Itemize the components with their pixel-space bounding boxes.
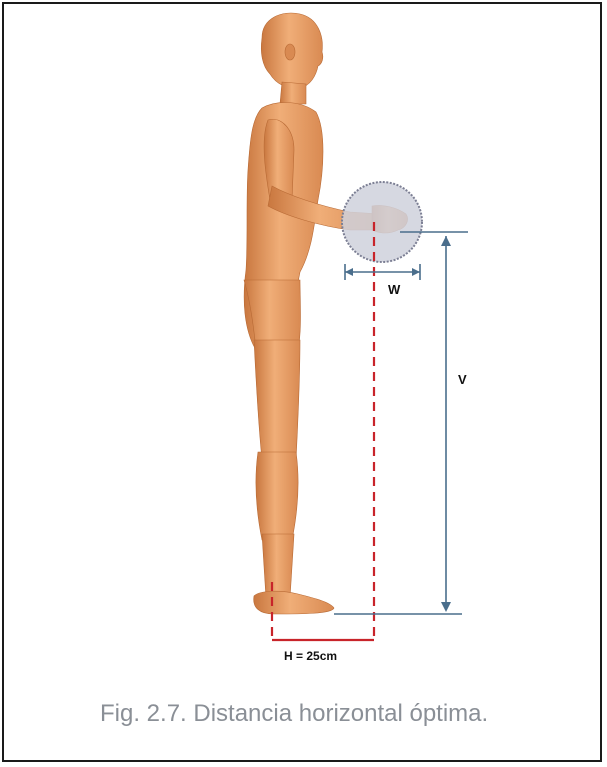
h-label: H = 25cm bbox=[284, 649, 337, 663]
human-figure-icon bbox=[244, 13, 408, 614]
w-left-arrow bbox=[345, 268, 353, 276]
w-right-arrow bbox=[412, 268, 420, 276]
v-top-arrow bbox=[441, 236, 451, 246]
load-circle-icon bbox=[342, 182, 422, 262]
v-bottom-arrow bbox=[441, 602, 451, 612]
v-label: V bbox=[458, 372, 467, 387]
w-label: W bbox=[388, 282, 401, 297]
figure-caption: Fig. 2.7. Distancia horizontal óptima. bbox=[100, 700, 488, 728]
